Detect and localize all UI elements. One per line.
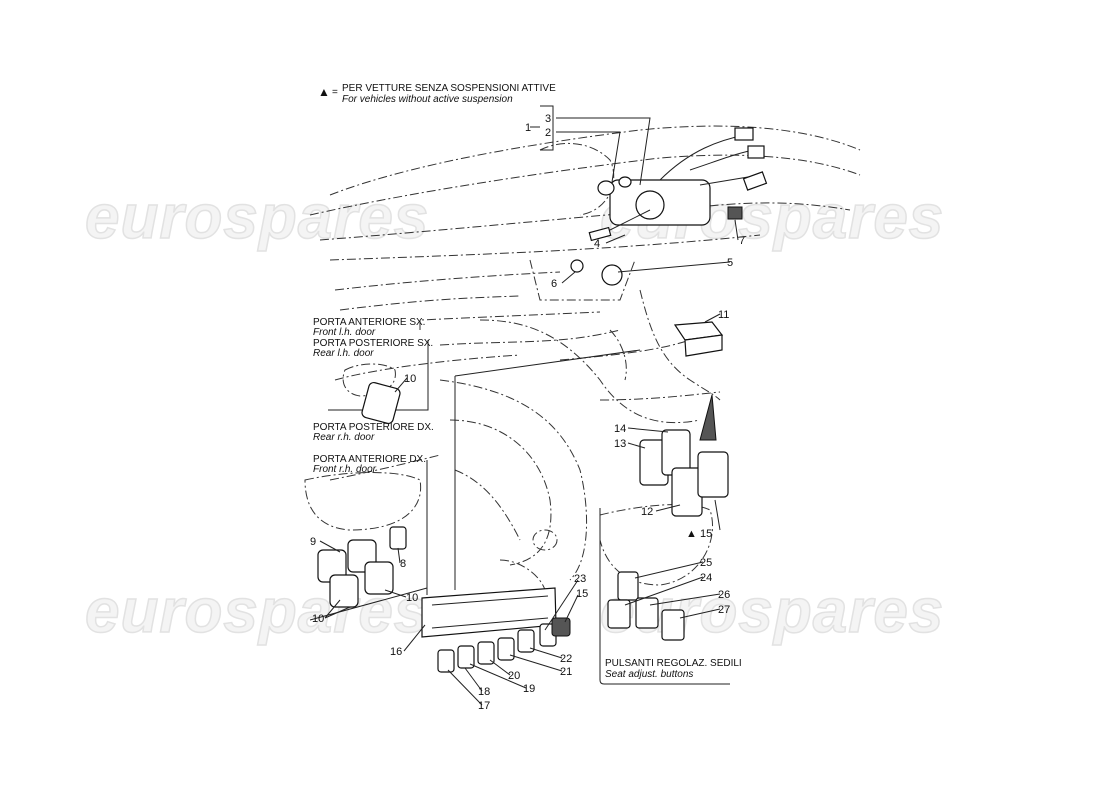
callout-14: 14 — [614, 423, 626, 435]
callout-3: 3 — [545, 113, 551, 125]
callout-15: 15 — [576, 588, 588, 600]
legend-equals: = — [332, 87, 338, 98]
door-switches — [317, 381, 407, 608]
seat-switches — [607, 571, 685, 641]
callout-18: 18 — [478, 686, 490, 698]
callout-24: 24 — [700, 572, 712, 584]
frames — [309, 105, 730, 685]
callout-17: 17 — [478, 700, 490, 712]
callout-22: 22 — [560, 653, 572, 665]
callout-21: 21 — [560, 666, 572, 678]
rear-rh-door-label: PORTA POSTERIORE DX. — [313, 422, 434, 433]
callout-2: 2 — [545, 127, 551, 139]
watermark: eurospares — [85, 183, 429, 252]
front-lh-door-label-en: Front l.h. door — [313, 327, 376, 338]
dashboard-outline — [304, 125, 861, 591]
triangle-icon: ▲ — [318, 85, 330, 99]
callout-20: 20 — [508, 670, 520, 682]
callout-16: 16 — [390, 646, 402, 658]
watermark-group: eurospares eurospares eurospares eurospa… — [84, 182, 944, 647]
rear-lh-door-label: PORTA POSTERIORE SX. — [313, 338, 433, 349]
callout-27: 27 — [718, 604, 730, 616]
steering-column-switches — [570, 127, 768, 286]
callout-9: 9 — [310, 536, 316, 548]
front-lh-door-label: PORTA ANTERIORE SX. — [313, 317, 425, 328]
callout-10: 10 — [406, 592, 418, 604]
callout-10: 10 — [404, 373, 416, 385]
callout-4: 4 — [594, 238, 600, 250]
callout-8: 8 — [400, 558, 406, 570]
front-rh-door-label-en: Front r.h. door — [313, 464, 377, 475]
rear-rh-door-label-en: Rear r.h. door — [313, 432, 375, 443]
legend-italian: PER VETTURE SENZA SOSPENSIONI ATTIVE — [342, 83, 556, 94]
callout-6: 6 — [551, 278, 557, 290]
callout-1: 1 — [525, 122, 531, 134]
callout-5: 5 — [727, 257, 733, 269]
section-labels: PORTA ANTERIORE SX. Front l.h. door PORT… — [313, 317, 742, 680]
legend: ▲ = PER VETTURE SENZA SOSPENSIONI ATTIVE… — [318, 83, 556, 105]
rear-lh-door-label-en: Rear l.h. door — [313, 348, 374, 359]
callout-7: 7 — [739, 235, 745, 247]
callout-26: 26 — [718, 589, 730, 601]
switches-12-15 — [639, 394, 729, 517]
callout-10: 10 — [312, 613, 324, 625]
legend-english: For vehicles without active suspension — [342, 94, 513, 105]
switch-11 — [673, 321, 724, 357]
callout-25: 25 — [700, 557, 712, 569]
callout-15-triangle: ▲ 15 — [686, 528, 712, 540]
callout-19: 19 — [523, 683, 535, 695]
switch-panel-16 — [421, 587, 557, 638]
seat-buttons-label-en: Seat adjust. buttons — [605, 669, 693, 680]
seat-buttons-label: PULSANTI REGOLAZ. SEDILI — [605, 658, 742, 669]
callout-12: 12 — [641, 506, 653, 518]
callout-13: 13 — [614, 438, 626, 450]
callout-23: 23 — [574, 573, 586, 585]
callout-11: 11 — [718, 309, 729, 321]
callouts: 1 3 2 4 7 5 6 11 14 13 12 ▲ 15 10 9 8 10… — [310, 113, 745, 712]
leader-lines — [319, 117, 739, 706]
front-rh-door-label: PORTA ANTERIORE DX. — [313, 454, 426, 465]
switches-17-23 — [437, 617, 571, 673]
